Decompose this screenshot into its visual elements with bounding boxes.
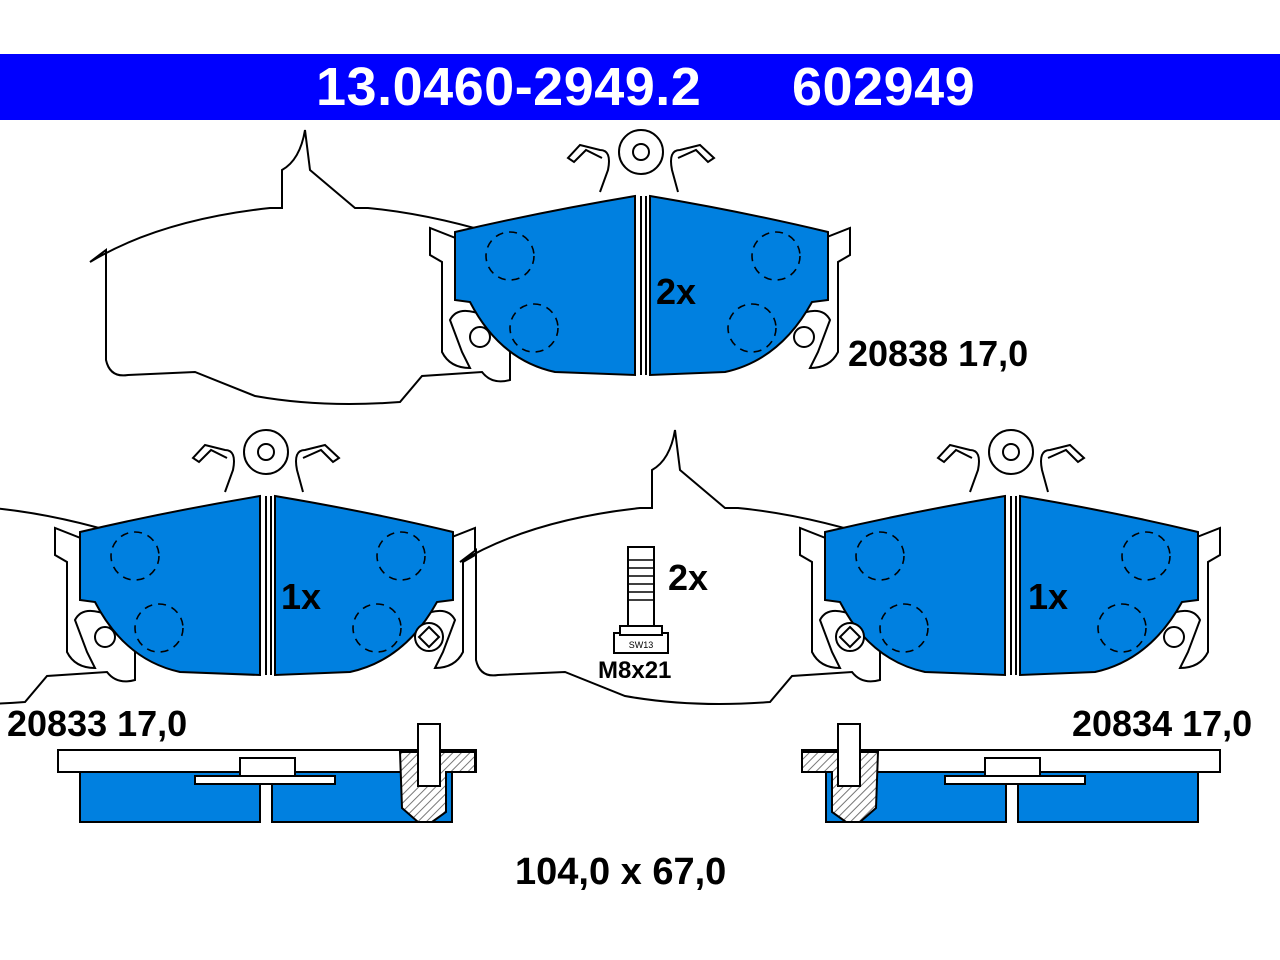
- left-pad-quantity: 1x: [281, 576, 322, 617]
- top-pad-label: 20838 17,0: [848, 333, 1029, 374]
- part-number: 13.0460-2949.2: [316, 57, 702, 117]
- right-pad-label: 20834 17,0: [1072, 703, 1253, 744]
- pad-dimensions: 104,0 x 67,0: [515, 851, 727, 893]
- pad-top: [89, 129, 851, 405]
- pad-left: [0, 429, 476, 705]
- bolt-size: M8x21: [598, 657, 672, 684]
- header-bar: 13.0460-2949.2 602949: [0, 54, 1280, 120]
- side-view-right: [801, 723, 1221, 823]
- pad-right: [459, 429, 1221, 705]
- short-number: 602949: [792, 57, 976, 117]
- left-pad-label: 20833 17,0: [7, 703, 188, 744]
- bolt-quantity: 2x: [668, 557, 709, 598]
- top-pad-quantity: 2x: [656, 271, 697, 312]
- right-pad-quantity: 1x: [1028, 576, 1069, 617]
- side-view-left: [57, 723, 477, 823]
- bolt-illustration: SW13: [613, 546, 669, 654]
- bolt-marking: SW13: [629, 640, 654, 650]
